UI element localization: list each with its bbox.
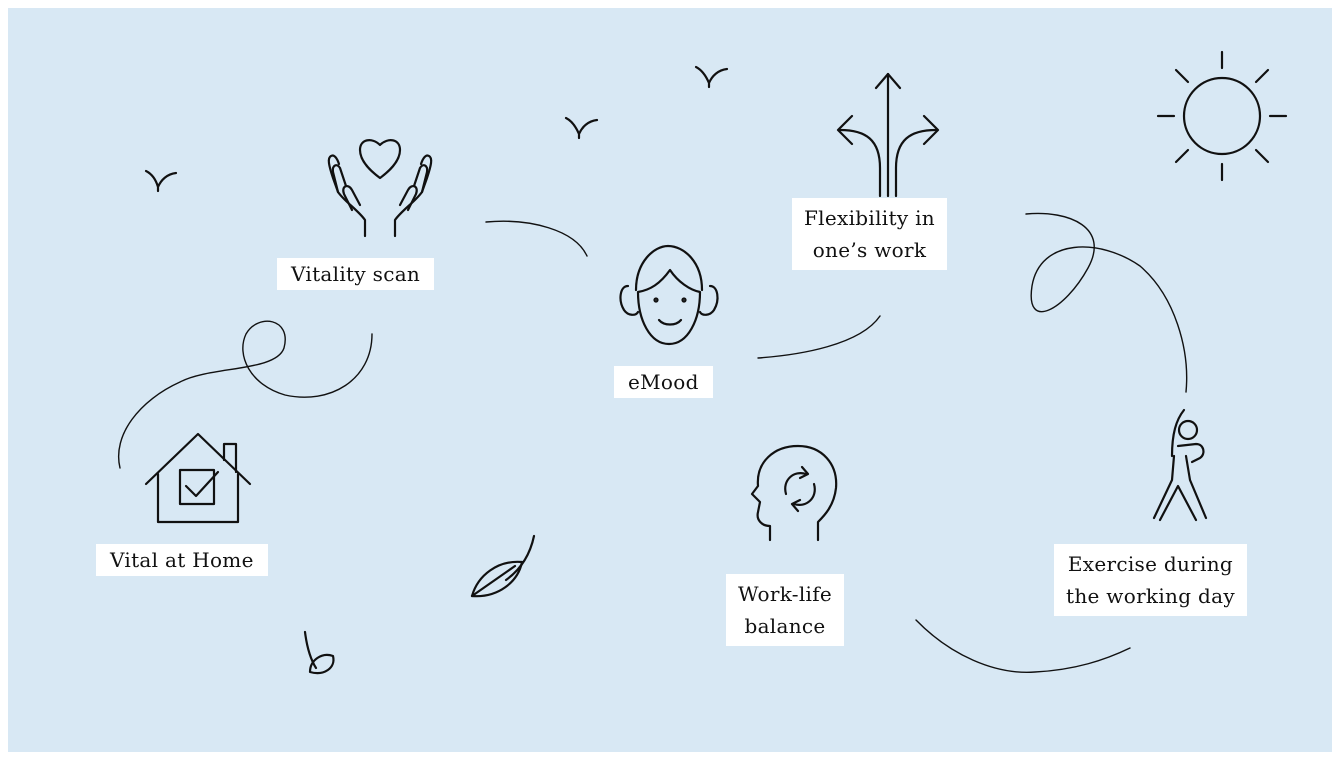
flexibility-label: Flexibility in one’s work [792,198,947,270]
work-life-text-line1: Work-life [738,582,833,606]
emood-text: eMood [628,370,699,394]
exercise-label: Exercise during the working day [1054,544,1247,616]
bird-icon [144,169,178,193]
work-life-text-line2: balance [744,614,826,638]
house-checkbox-icon [144,432,252,524]
vital-at-home-label: Vital at Home [96,544,268,576]
bird-icon [694,65,729,89]
vital-at-home-text: Vital at Home [110,548,254,572]
vitality-scan-label: Vitality scan [277,258,435,290]
flexibility-text-line2: one’s work [812,238,927,262]
exercise-text-line2: the working day [1066,584,1235,608]
leaf-icon [303,630,335,675]
connector-curve [915,619,1131,673]
connector-curve [1025,212,1188,393]
exercise-text-line1: Exercise during [1067,552,1234,576]
connector-curve [485,220,588,257]
diverging-arrows-icon [836,72,940,198]
emood-label: eMood [614,366,713,398]
flexibility-text-line1: Flexibility in [804,206,935,230]
head-cycle-icon [750,444,838,542]
vitality-scan-text: Vitality scan [291,262,421,286]
connector-curve [757,315,881,359]
sun-icon [1156,50,1288,182]
work-life-balance-label: Work-life balance [726,574,845,646]
connector-curve [118,320,373,469]
hands-heart-icon [327,139,433,238]
leaf-icon [470,534,536,598]
bird-icon [564,116,599,140]
stretching-person-icon [1152,408,1208,522]
face-headphones-icon [619,244,719,346]
